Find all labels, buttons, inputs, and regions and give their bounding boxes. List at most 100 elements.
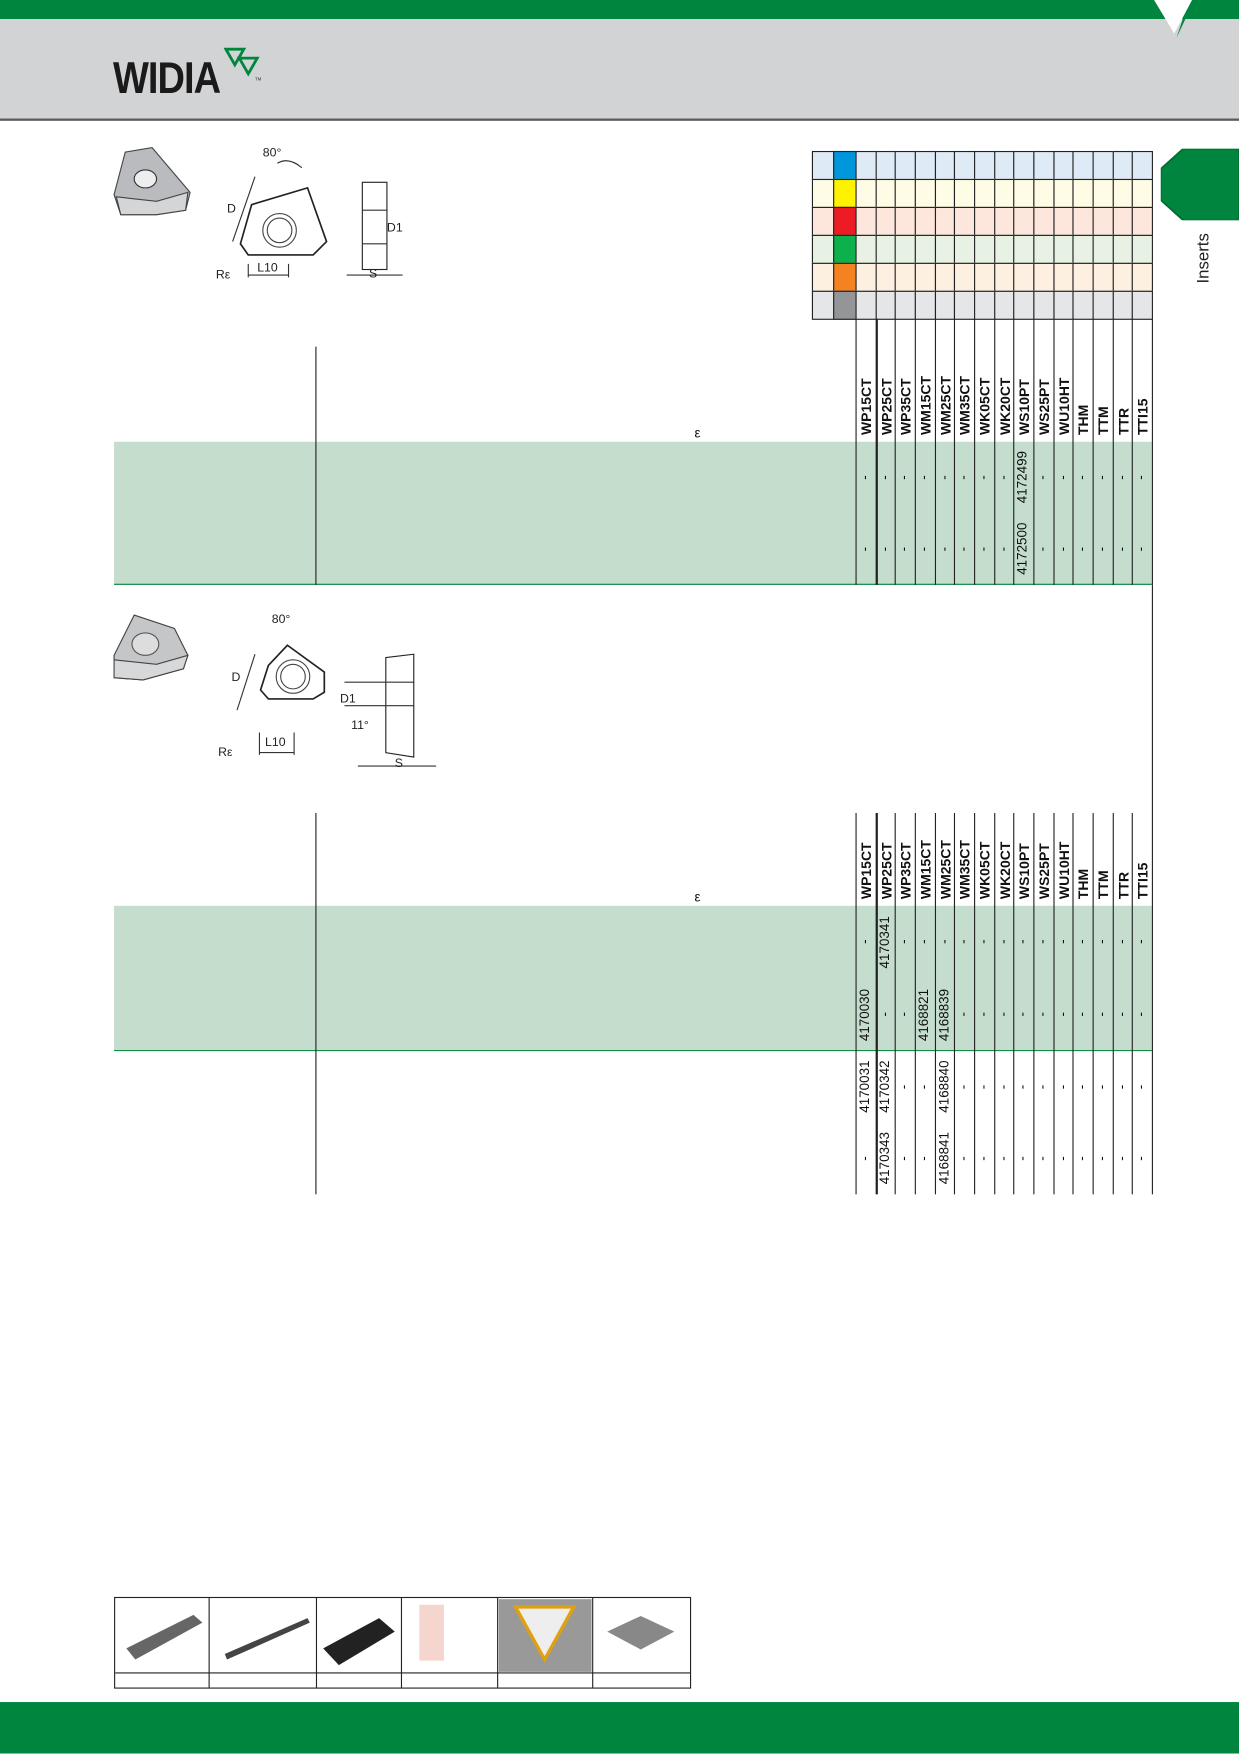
material-suitability-cell (914, 234, 936, 264)
material-suitability-cell (1132, 262, 1153, 292)
material-suitability-cell (855, 234, 877, 264)
grade-header-wm25ct: WM25CT (937, 375, 954, 436)
grade-header-ws10pt: WS10PT (1016, 843, 1033, 900)
material-suitability-cell (914, 150, 936, 181)
part-number-cell: - (876, 1012, 893, 1018)
grade-column-line (1132, 813, 1134, 1195)
material-suitability-cell (914, 262, 936, 292)
material-color-swatch (833, 206, 857, 236)
material-suitability-cell (914, 290, 936, 320)
material-suitability-cell (1132, 206, 1153, 236)
material-row-tint (811, 150, 835, 181)
material-suitability-cell (934, 150, 956, 181)
part-number-cell: 4170031 (856, 1060, 873, 1114)
part-number-cell: - (915, 1084, 932, 1090)
material-suitability-cell (1092, 150, 1114, 181)
grade-header-wp35ct: WP35CT (898, 842, 915, 900)
part-number-cell: - (1133, 1156, 1149, 1161)
material-suitability-cell (1112, 262, 1134, 292)
section-tab[interactable] (1160, 148, 1239, 221)
grade-header-wp25ct: WP25CT (878, 842, 895, 900)
part-number-cell: 4170341 (876, 916, 893, 969)
part-number-cell: - (915, 1156, 932, 1161)
material-suitability-cell (1053, 290, 1074, 320)
grade-header-wk05ct: WK05CT (977, 841, 994, 900)
part-number-cell: - (1093, 1156, 1110, 1161)
material-suitability-cell (914, 178, 936, 209)
material-suitability-cell (895, 234, 916, 264)
part-number-cell: - (935, 546, 952, 552)
material-suitability-cell (974, 262, 995, 292)
part-number-cell: - (856, 475, 873, 480)
material-suitability-cell (954, 178, 976, 209)
grade-column-line (1092, 813, 1094, 1195)
d-label-2: D (231, 670, 241, 685)
grade-header-thm: THM (1076, 868, 1092, 900)
grade-header-wp35ct: WP35CT (898, 378, 915, 436)
part-number-cell: - (975, 939, 991, 945)
material-suitability-cell (1013, 290, 1035, 320)
material-suitability-cell (1033, 290, 1055, 320)
material-suitability-cell (974, 290, 995, 320)
material-suitability-cell (1112, 234, 1134, 264)
material-suitability-cell (954, 150, 976, 181)
part-number-cell: 4170342 (876, 1060, 893, 1114)
grade-header-wm35ct: WM35CT (957, 375, 974, 436)
grade-header-wp15ct: WP15CT (858, 378, 875, 436)
grade-column-line (993, 813, 995, 1195)
grade-column-line (855, 813, 857, 1195)
grade-column-line (1013, 318, 1015, 585)
material-suitability-cell (934, 290, 956, 320)
material-color-swatch (833, 234, 857, 264)
grade-column-line (1033, 813, 1035, 1195)
corner-radius-symbol: ε (694, 889, 701, 905)
grade-column-line (875, 318, 878, 585)
grade-column-line (954, 318, 956, 585)
s-label-2: S (394, 757, 403, 771)
grade-column-line (934, 813, 936, 1195)
material-suitability-cell (1033, 178, 1055, 209)
part-number-cell: - (915, 475, 932, 480)
part-number-cell: 4170343 (876, 1132, 893, 1185)
material-suitability-cell (993, 262, 1015, 292)
part-number-cell: - (856, 546, 873, 552)
material-suitability-cell (1092, 290, 1114, 320)
toolholder-image (126, 1614, 203, 1660)
corner-radius-symbol: ε (694, 424, 701, 441)
material-suitability-cell (1013, 234, 1035, 264)
grade-header-wm35ct: WM35CT (957, 840, 974, 900)
material-suitability-cell (1053, 234, 1074, 264)
part-number-cell: - (1014, 939, 1031, 945)
material-suitability-cell (954, 206, 976, 236)
part-number-cell: - (856, 1156, 873, 1161)
material-suitability-cell (993, 206, 1015, 236)
grade-header-ws25pt: WS25PT (1036, 843, 1053, 900)
material-suitability-cell (954, 234, 976, 264)
material-suitability-cell (1033, 234, 1055, 264)
part-number-cell: 4168821 (915, 988, 932, 1041)
grade-header-wm25ct: WM25CT (937, 840, 954, 900)
part-number-cell: 4168841 (935, 1132, 952, 1185)
grade-column-line (1112, 813, 1114, 1195)
grade-column-line (1151, 318, 1153, 585)
material-suitability-cell (934, 262, 956, 292)
part-number-cell: 4170030 (856, 988, 873, 1041)
part-number-cell: - (1133, 1012, 1149, 1018)
grade-column-line (934, 318, 936, 585)
material-row-tint (811, 206, 835, 236)
part-number-cell: 4172499 (1014, 451, 1031, 504)
part-number-cell: - (1093, 475, 1110, 480)
material-suitability-cell (1132, 290, 1153, 320)
material-suitability-cell (1053, 206, 1074, 236)
material-suitability-cell (974, 178, 995, 209)
grade-header-wk20ct: WK20CT (997, 377, 1013, 436)
material-suitability-cell (875, 234, 897, 264)
grade-column-line (1053, 318, 1055, 585)
grade-column-line (855, 318, 857, 585)
part-number-cell: - (1113, 1084, 1130, 1090)
part-number-cell: - (1054, 475, 1070, 480)
coating-image (512, 1605, 577, 1664)
cartridge-image (323, 1618, 395, 1666)
grade-header-ws10pt: WS10PT (1016, 379, 1033, 436)
part-number-cell: - (896, 1084, 912, 1090)
